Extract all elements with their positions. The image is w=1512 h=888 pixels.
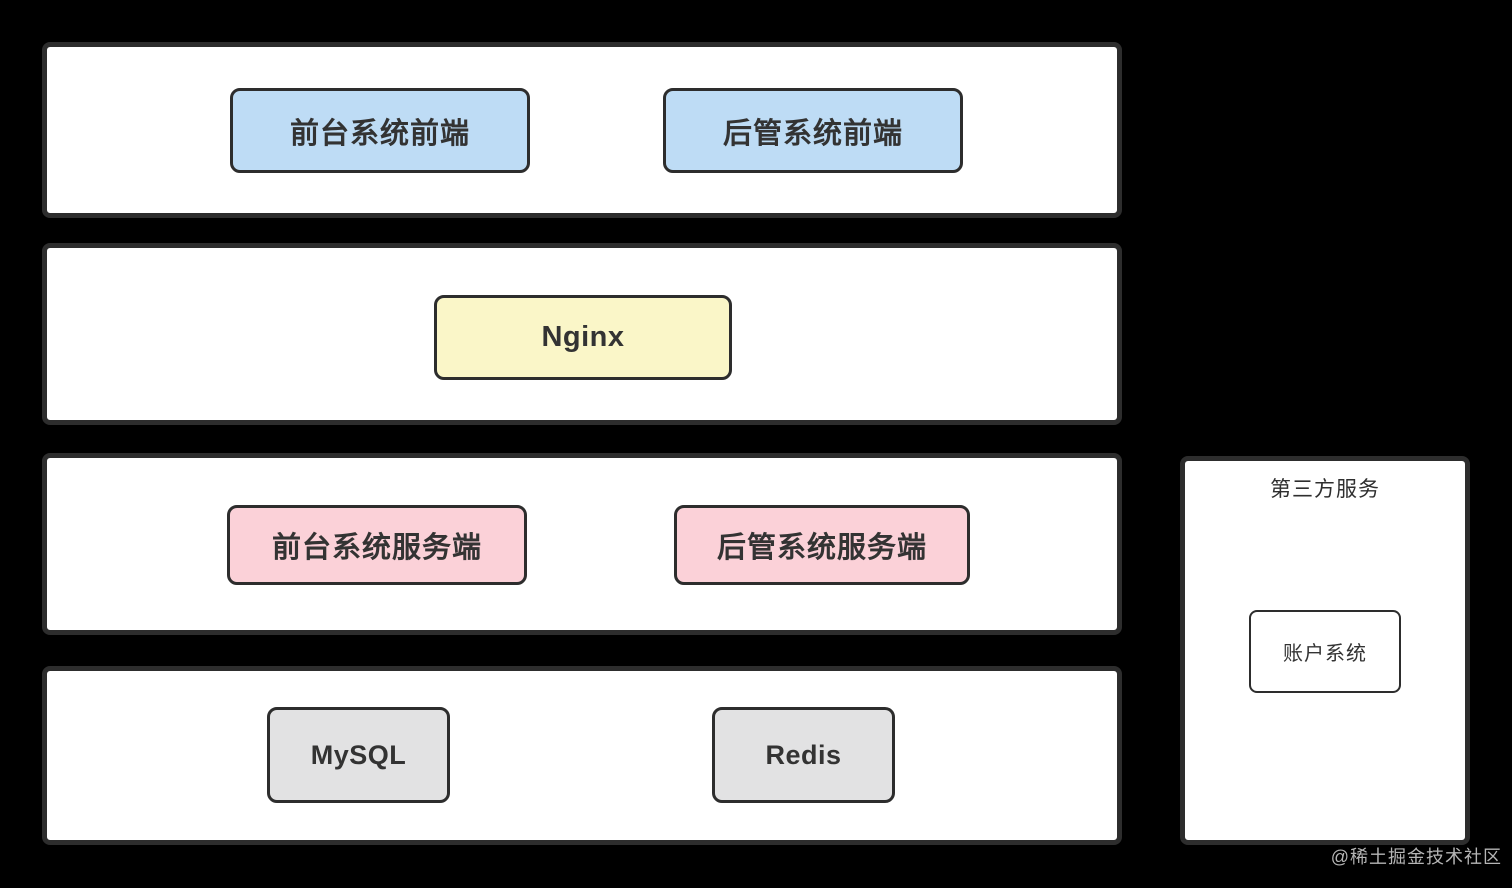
account-system-node: 账户系统 bbox=[1249, 610, 1401, 693]
gateway-layer-container: Nginx bbox=[42, 243, 1122, 425]
nginx-node: Nginx bbox=[434, 295, 732, 380]
frontend-server-node: 前台系统服务端 bbox=[227, 505, 527, 585]
data-layer-container: MySQL Redis bbox=[42, 666, 1122, 845]
redis-node: Redis bbox=[712, 707, 895, 803]
server-layer-container: 前台系统服务端 后管系统服务端 bbox=[42, 453, 1122, 635]
third-party-panel-title: 第三方服务 bbox=[1270, 478, 1380, 501]
mysql-node: MySQL bbox=[267, 707, 450, 803]
frontend-web-node: 前台系统前端 bbox=[230, 88, 530, 173]
frontend-layer-container: 前台系统前端 后管系统前端 bbox=[42, 42, 1122, 218]
third-party-panel: 第三方服务 账户系统 bbox=[1180, 456, 1470, 845]
admin-web-node: 后管系统前端 bbox=[663, 88, 963, 173]
watermark-text: @稀土掘金技术社区 bbox=[1330, 847, 1502, 867]
admin-server-node: 后管系统服务端 bbox=[674, 505, 970, 585]
